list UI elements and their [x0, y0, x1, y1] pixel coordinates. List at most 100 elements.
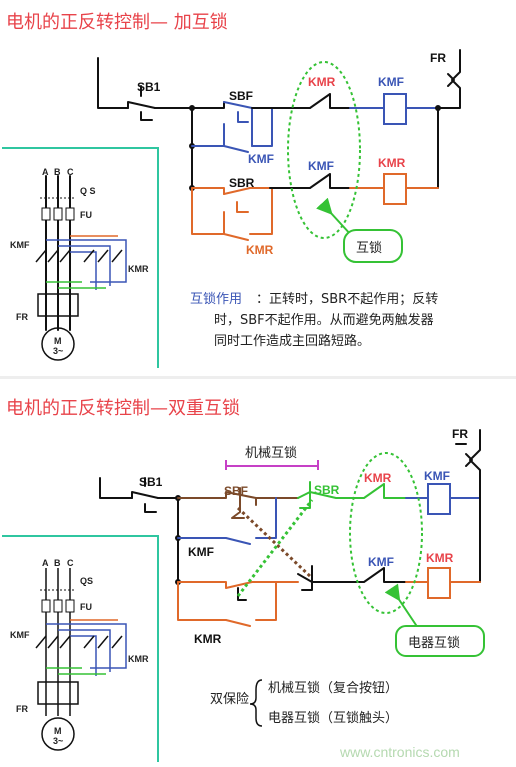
s1-kmr-coil-label: KMR: [378, 156, 406, 170]
s1-mc-kmr: KMR: [128, 264, 149, 274]
s1-note-line1: ：正转时，SBR不起作用；反转: [256, 292, 438, 307]
s1-sbf-label: SBF: [229, 89, 253, 103]
s1-left-rail: [97, 57, 129, 109]
s1-kmr-aux-label: KMR: [246, 243, 274, 257]
s2-sb1-label: SB1: [139, 475, 163, 489]
s2-kmr-contact-label: KMR: [364, 471, 392, 485]
s1-kmr-contact-label: KMR: [308, 75, 336, 89]
s2-sbr-no-wire: [177, 581, 299, 589]
s1-kmf-aux-wire: [191, 107, 273, 147]
s1-kmr-aux-contact: [223, 233, 249, 241]
s2-callout-text: 电器互锁: [408, 635, 460, 651]
s1-kmf-aux-contact: [223, 145, 249, 153]
s1-mc-fr: FR: [16, 312, 28, 322]
s2-left-rail: [99, 477, 133, 499]
s2-wire: [157, 497, 179, 583]
s2-sbr-nc: [297, 491, 351, 499]
s1-sbf-button: [223, 101, 253, 147]
s1-mc-qs: Q S: [80, 186, 96, 196]
s2-mc-fr: FR: [16, 704, 28, 714]
s1-mc-motor-sub: 3~: [53, 346, 63, 356]
s2-mech-link-green: [236, 499, 314, 597]
s1-callout-text: 互锁: [356, 240, 382, 256]
s2-mc-a: A: [42, 558, 49, 568]
s2-mc-kmr: KMR: [128, 654, 149, 664]
s1-callout-box: [343, 229, 403, 263]
watermark: www.cntronics.com: [339, 744, 460, 760]
s2-mc-fu: FU: [80, 602, 92, 612]
s2-callout-arrow: [384, 583, 419, 629]
s2-mech-bracket: [225, 460, 319, 470]
s2-kmr-coil: [427, 567, 451, 599]
s1-mc-motor: M: [54, 336, 62, 346]
s1-sbr-button: [223, 187, 271, 235]
s2-sb1-button: [131, 477, 159, 513]
s1-note-line3: 同时工作造成主回路短路。: [214, 333, 370, 349]
s2-mech-label: 机械互锁: [245, 445, 297, 461]
s1-mc-fu: FU: [80, 210, 92, 220]
s2-mc-b: B: [54, 558, 61, 568]
s2-mc-qs: QS: [80, 576, 93, 586]
s2-mc-c: C: [67, 558, 74, 568]
s2-callout-box: [395, 625, 485, 657]
s1-mc-kmf: KMF: [10, 240, 30, 250]
s1-kmf-coil: [383, 93, 407, 125]
s1-kmf-coil-label: KMF: [378, 75, 404, 89]
s2-interlock-ellipse: [349, 452, 423, 614]
panel1-border: [2, 147, 159, 368]
s1-sb1-label: SB1: [137, 80, 161, 94]
s2-kmr-nc-contact: [349, 483, 407, 499]
s1-note-line2: 时，SBF不起作用。从而避免两触发器: [214, 312, 434, 328]
s1-mc-a: A: [42, 167, 49, 177]
s2-kmf-aux-label: KMF: [188, 545, 214, 559]
s2-mc-motor: M: [54, 726, 62, 736]
s2-sbf-nc-lower: [297, 565, 339, 591]
s2-sbr-label: SBR: [314, 483, 340, 497]
s2-fr-contact: [455, 443, 473, 467]
s1-kmr-aux-wire: [191, 187, 273, 235]
s1-fr-label: FR: [430, 51, 446, 65]
s2-kmf-aux: [177, 497, 277, 545]
s1-note-lead: 互锁作用: [190, 291, 242, 307]
s2-mc-motor-sub: 3~: [53, 736, 63, 746]
s2-kmf-coil: [427, 483, 451, 515]
s1-sbf-wire: [191, 101, 225, 109]
s1-kmr-nc-contact: [309, 93, 351, 109]
s2-legend-item2: 电器互锁（互锁触头）: [268, 710, 398, 726]
s1-right-rail: [437, 49, 461, 189]
s2-mech-link-brown: [236, 506, 314, 580]
s2-fr-label: FR: [452, 427, 468, 441]
s1-kmf-aux-label: KMF: [248, 152, 274, 166]
s2-legend-item1: 机械互锁（复合按钮）: [268, 680, 398, 696]
s2-kmr-coil-label: KMR: [426, 551, 454, 565]
s1-kmf-nc-contact: [309, 173, 351, 189]
s1-fr-contact: [447, 73, 455, 87]
s1-sb1-button: [127, 85, 156, 121]
s1-main-circuit: [35, 175, 127, 361]
s2-kmr-aux-label: KMR: [194, 632, 222, 646]
s2-kmr-aux: [177, 581, 277, 627]
s2-kmf-contact-label: KMF: [368, 555, 394, 569]
s2-legend-brace: [249, 679, 263, 727]
s1-kmf-contact-label: KMF: [308, 159, 334, 173]
s2-kmf-nc-contact: [337, 567, 407, 583]
s2-main-circuit: [35, 568, 127, 751]
s1-mc-b: B: [54, 167, 61, 177]
s1-mc-c: C: [67, 167, 74, 177]
s2-sbr-no-stem: [237, 587, 247, 601]
s1-sbr-wire: [191, 187, 225, 195]
s1-interlock-ellipse: [287, 61, 361, 239]
s2-sbr-stem: [299, 481, 311, 509]
s2-legend-head: 双保险: [210, 692, 249, 707]
s1-kmr-coil: [383, 173, 407, 205]
s2-right-rail: [469, 429, 481, 583]
section1-title: 电机的正反转控制— 加互锁: [6, 12, 228, 33]
section2-title: 电机的正反转控制—双重互锁: [6, 398, 240, 419]
s1-sbr-label: SBR: [229, 176, 255, 190]
s2-kmf-coil-label: KMF: [424, 469, 450, 483]
section-divider: [0, 376, 516, 379]
panel2-border: [2, 535, 159, 762]
s2-mc-kmf: KMF: [10, 630, 30, 640]
